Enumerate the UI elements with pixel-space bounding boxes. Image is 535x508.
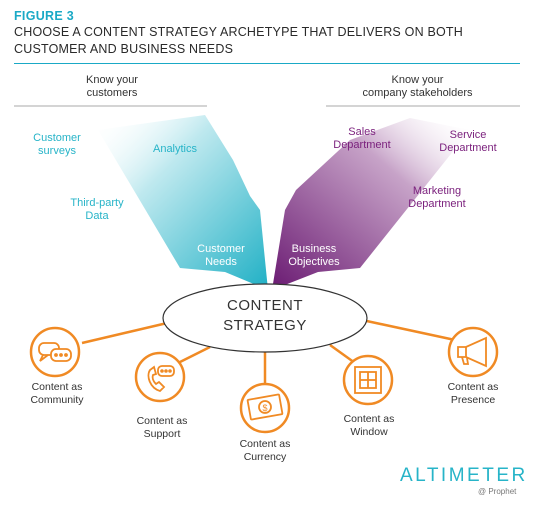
caption-line: Window	[350, 426, 388, 438]
caption-line: Content as	[31, 381, 83, 393]
dollar-bill-icon: $	[246, 393, 284, 421]
figure-title-line-2: CUSTOMER AND BUSINESS NEEDS	[14, 42, 234, 56]
prophet-logo: @ Prophet	[478, 487, 517, 496]
source-label: Third-party	[70, 197, 124, 209]
right-header-line-2: company stakeholders	[362, 87, 473, 99]
caption-line: Content as	[239, 438, 291, 450]
source-label: Department	[439, 142, 497, 154]
source-customer-surveys: Customer surveys	[22, 132, 92, 158]
caption-line: Community	[30, 394, 84, 406]
content-strategy-ellipse	[162, 283, 368, 353]
source-label: Customer	[33, 132, 81, 144]
left-header-line-2: customers	[86, 87, 138, 99]
right-header-line-1: Know your	[391, 74, 444, 86]
content-strategy-label: CONTENT STRATEGY	[165, 296, 365, 336]
arrow-label-line: Customer	[197, 243, 245, 255]
caption-line: Support	[143, 428, 181, 440]
title-divider	[14, 63, 520, 64]
business-objectives-label: Business Objectives	[278, 243, 350, 269]
svg-text:$: $	[262, 403, 267, 413]
caption-line: Currency	[243, 451, 287, 463]
left-header: Know your customers	[52, 74, 172, 100]
customer-needs-label: Customer Needs	[186, 243, 256, 269]
right-header: Know your company stakeholders	[335, 74, 500, 100]
source-label: Marketing	[412, 185, 462, 197]
source-label: surveys	[38, 145, 76, 157]
source-third-party-data: Third-party Data	[62, 197, 132, 223]
speech-bubbles-icon	[38, 342, 72, 362]
source-label: Department	[408, 198, 466, 210]
phone-chat-icon	[147, 365, 175, 393]
core-line-2: STRATEGY	[223, 317, 307, 334]
source-marketing-department: Marketing Department	[396, 185, 478, 211]
caption-line: Content as	[343, 413, 395, 425]
caption-support: Content as Support	[117, 415, 207, 441]
figure-label: FIGURE 3	[14, 9, 75, 23]
caption-currency: Content as Currency	[220, 438, 310, 464]
core-line-1: CONTENT	[227, 297, 303, 314]
arrow-label-line: Business	[291, 243, 337, 255]
caption-line: Content as	[136, 415, 188, 427]
figure-title-line-1: CHOOSE A CONTENT STRATEGY ARCHETYPE THAT…	[14, 25, 463, 39]
left-header-line-1: Know your	[86, 74, 138, 86]
megaphone-icon	[457, 336, 487, 368]
source-label: Sales	[348, 126, 376, 138]
arrow-label-line: Needs	[205, 256, 237, 268]
source-label: Department	[333, 139, 391, 151]
presence-icon-circle	[447, 326, 499, 378]
window-icon	[354, 366, 382, 394]
caption-presence: Content as Presence	[428, 381, 518, 407]
customer-needs-arrow	[98, 115, 268, 290]
altimeter-logo: ALTIMETER	[400, 465, 528, 486]
source-sales-department: Sales Department	[322, 126, 402, 152]
source-label: Data	[85, 210, 109, 222]
caption-window: Content as Window	[324, 413, 414, 439]
source-label: Service	[449, 129, 487, 141]
caption-community: Content as Community	[12, 381, 102, 407]
business-objectives-arrow	[272, 118, 470, 290]
support-icon-circle	[134, 351, 186, 403]
source-service-department: Service Department	[428, 129, 508, 155]
source-label: Analytics	[152, 143, 198, 155]
caption-line: Content as	[447, 381, 499, 393]
source-analytics: Analytics	[140, 143, 210, 156]
caption-line: Presence	[450, 394, 496, 406]
arrow-label-line: Objectives	[288, 256, 340, 268]
